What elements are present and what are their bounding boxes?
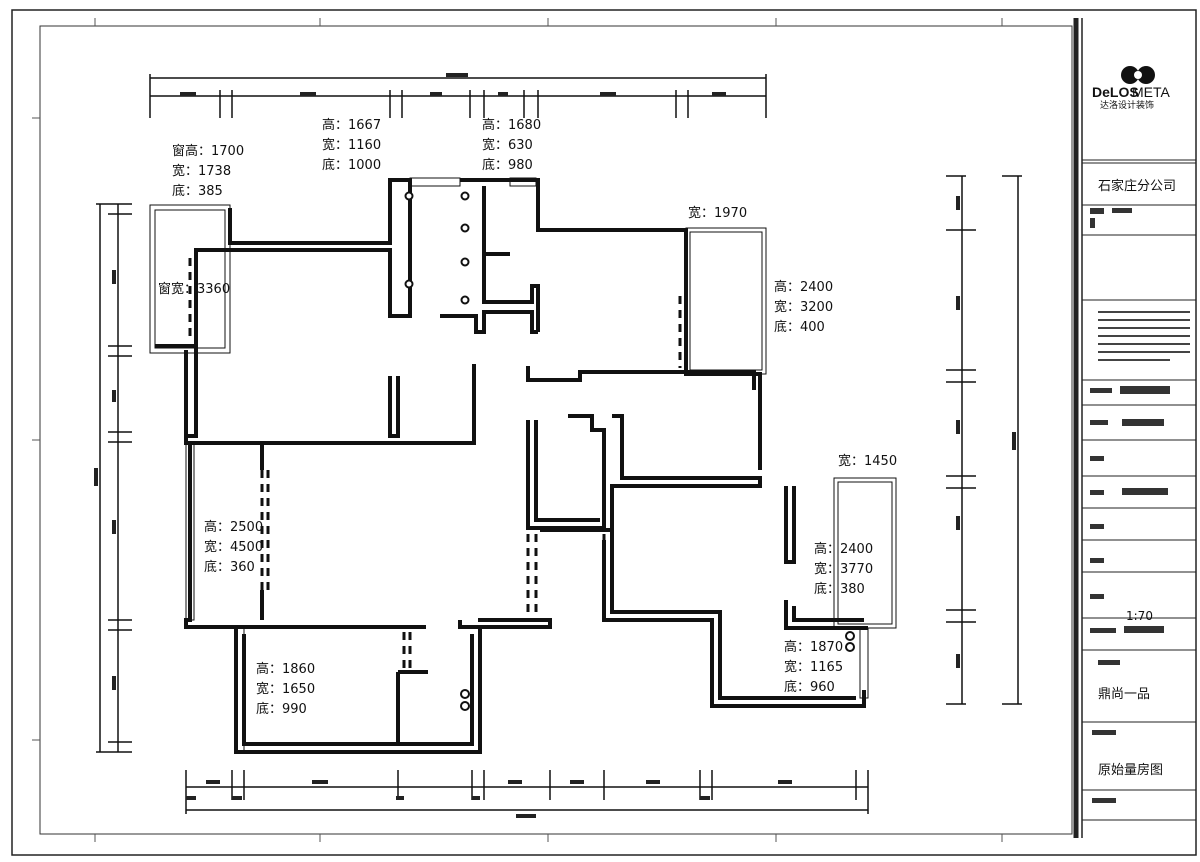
annotation-west-living-window: 高：2500 宽：4500 底：360 (204, 518, 263, 578)
annotation-line: 宽：1165 (784, 660, 844, 675)
dimension-figures-left (94, 270, 116, 690)
annotation-north-window-2: 高：1680 宽：630 底：980 (482, 116, 541, 176)
dimension-line-top (149, 74, 767, 118)
annotation-line: 窗高：1700 (172, 144, 245, 159)
annotation-line: 高：1667 (322, 118, 382, 133)
annotation-line: 底：980 (482, 158, 533, 173)
annotation-line: 宽：1738 (172, 164, 232, 179)
annotation-east-balcony-width: 宽：1970 (688, 204, 747, 224)
brand-logo-icon: DeLOS META 达洛设计装饰 (1092, 66, 1171, 111)
annotation-line: 高：1680 (482, 118, 542, 133)
dimension-figures-right (956, 196, 1016, 668)
annotation-line: 宽：3200 (774, 300, 834, 315)
annotation-south-window-2: 高：1870 宽：1165 底：960 (784, 638, 843, 698)
annotation-line: 底：380 (814, 582, 865, 597)
brand-script: DeLOS (1092, 84, 1139, 100)
annotation-line: 底：360 (204, 560, 255, 575)
annotation-line: 底：990 (256, 702, 307, 717)
title-block-frame (1073, 18, 1196, 838)
annotation-line: 宽：1450 (838, 454, 898, 469)
brand-subtitle: 达洛设计装饰 (1100, 99, 1154, 111)
windows (149, 177, 897, 753)
annotation-line: 高：1860 (256, 662, 316, 677)
annotation-line: 高：2500 (204, 520, 264, 535)
dimension-line-left (96, 203, 132, 753)
annotation-southeast-balcony-width: 宽：1450 (838, 452, 897, 472)
annotation-line: 宽：630 (482, 138, 533, 153)
annotation-west-window-width: 窗宽：3360 (158, 280, 230, 300)
dimension-line-bottom (185, 770, 869, 814)
annotation-line: 高：2400 (774, 280, 834, 295)
drawing-border (39, 25, 1073, 835)
annotation-line: 底：1000 (322, 158, 382, 173)
scale-value: 1:70 (1126, 609, 1153, 623)
annotation-line: 高：1870 (784, 640, 844, 655)
title-block-small-captions (1090, 208, 1170, 803)
annotation-east-window: 高：2400 宽：3200 底：400 (774, 278, 833, 338)
project-name: 鼎尚一品 (1098, 687, 1150, 702)
annotation-line: 底：960 (784, 680, 835, 695)
annotation-line: 宽：4500 (204, 540, 264, 555)
annotation-line: 宽：1650 (256, 682, 316, 697)
annotation-line: 宽：1970 (688, 206, 748, 221)
dimension-line-right (946, 175, 1022, 705)
annotation-north-window-1: 高：1667 宽：1160 底：1000 (322, 116, 381, 176)
annotation-line: 窗宽：3360 (158, 282, 231, 297)
pipe-icons (404, 191, 855, 711)
brand-word: META (1132, 84, 1171, 100)
company-name: 石家庄分公司 (1098, 178, 1176, 194)
drawing-name: 原始量房图 (1098, 762, 1163, 778)
door-openings (188, 258, 682, 668)
annotation-line: 底：385 (172, 184, 223, 199)
annotation-bedroom-nw-window: 窗高：1700 宽：1738 底：385 (172, 142, 244, 202)
dimension-figures-bottom (186, 780, 792, 818)
annotation-line: 宽：3770 (814, 562, 874, 577)
title-block-notes (1098, 311, 1190, 361)
annotation-southeast-window: 高：2400 宽：3770 底：380 (814, 540, 873, 600)
annotation-south-window-1: 高：1860 宽：1650 底：990 (256, 660, 315, 720)
annotation-line: 高：2400 (814, 542, 874, 557)
annotation-line: 宽：1160 (322, 138, 382, 153)
sheet-border (11, 9, 1197, 856)
annotation-line: 底：400 (774, 320, 825, 335)
dimension-figures-top (180, 73, 726, 96)
margin-ticks (32, 18, 1003, 842)
